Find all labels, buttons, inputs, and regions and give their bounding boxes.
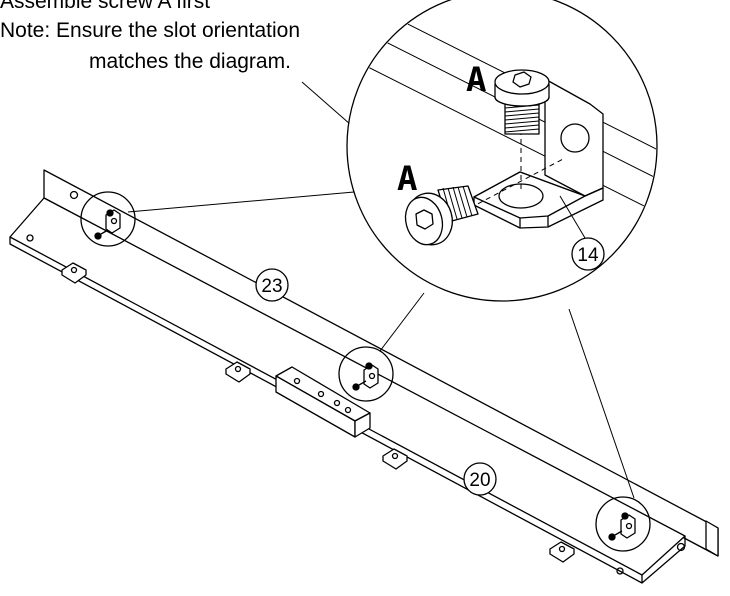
tab	[549, 541, 575, 563]
instruction-step: Assemble screw A first	[0, 0, 211, 13]
callout-14-circle	[571, 237, 605, 271]
detail-circle-right	[595, 496, 651, 552]
screw-axis	[469, 130, 566, 209]
tab	[225, 361, 251, 383]
detail-circle-center	[338, 346, 394, 402]
screw-a-upper	[494, 69, 550, 135]
panel-tabs	[61, 262, 575, 563]
part-23-label: 23	[261, 276, 282, 297]
instruction-note-continued: matches the diagram.	[89, 50, 291, 73]
callout-circles	[255, 195, 605, 496]
screw-a-upper-label: A	[466, 60, 486, 100]
screw-a-lower	[404, 185, 479, 246]
screw-a-lower-label: A	[397, 159, 417, 199]
instruction-note: Note: Ensure the slot orientation	[0, 19, 301, 42]
callout-20-circle	[463, 462, 497, 496]
tab	[61, 262, 87, 284]
magnified-view	[346, 0, 658, 302]
detail-circle-left	[80, 191, 136, 247]
part-14-label: 14	[577, 245, 599, 266]
tab	[382, 448, 408, 470]
rail-assembly	[9, 169, 719, 584]
center-block	[275, 366, 371, 438]
part-20-label: 20	[469, 470, 490, 491]
callout-23-circle	[255, 268, 289, 302]
